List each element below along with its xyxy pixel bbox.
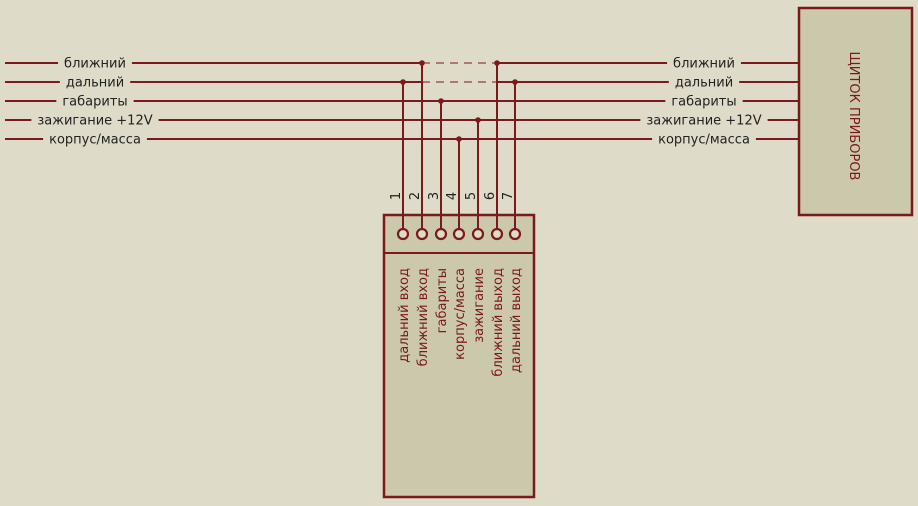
- pin-number: 2: [408, 192, 423, 200]
- instrument-panel-block[interactable]: [797, 6, 914, 217]
- pin-name: дальний выход: [509, 268, 524, 373]
- wire-label: корпус/масса: [49, 133, 141, 148]
- wire-label: корпус/масса: [658, 133, 750, 148]
- pin-number: 3: [427, 192, 442, 200]
- pin-name: ближний выход: [491, 268, 506, 377]
- pin-terminal[interactable]: [415, 227, 429, 241]
- pin-number: 5: [464, 192, 479, 200]
- wire-label: зажигание +12V: [646, 114, 761, 129]
- junction-dot: [494, 60, 500, 66]
- left-wire-labels: ближний дальний габариты зажигание +12V корп…: [31, 55, 159, 148]
- wire-label: габариты: [671, 95, 736, 110]
- right-wire-labels: ближний дальний габариты зажигание +12V корп…: [640, 55, 768, 148]
- junction-dot: [400, 79, 406, 85]
- pin-drops: [400, 60, 518, 229]
- wire-label-gap: [56, 93, 134, 109]
- pin-number: 7: [501, 192, 516, 200]
- wire-label-gap: [640, 112, 768, 128]
- pin-name: корпус/масса: [453, 268, 468, 360]
- wire-label-gap: [43, 131, 147, 147]
- wire-label-gap: [58, 55, 132, 71]
- junction-dot: [419, 60, 425, 66]
- module-pins: 1 дальний вход 2 ближний вход 3 габариты 4 корп…: [389, 192, 524, 377]
- wire-label-gap: [59, 74, 131, 90]
- wire-label-gap: [668, 74, 740, 90]
- pin-number: 4: [445, 192, 460, 200]
- pin-number: 6: [483, 192, 498, 200]
- wire-label: ближний: [64, 57, 126, 72]
- pin-terminal[interactable]: [396, 227, 410, 241]
- wire-label: габариты: [62, 95, 127, 110]
- wire-label-gap: [667, 55, 741, 71]
- wire-label: дальний: [66, 76, 124, 91]
- wire-label: ближний: [673, 57, 735, 72]
- pin-terminal[interactable]: [508, 227, 522, 241]
- pin-number: 1: [389, 192, 404, 200]
- wire-label-gap: [31, 112, 159, 128]
- pin-name: зажигание: [472, 268, 487, 343]
- instrument-panel-title: ЩИТОК ПРИБОРОВ: [846, 52, 861, 181]
- pin-name: дальний вход: [397, 268, 412, 363]
- wire-label: зажигание +12V: [37, 114, 152, 129]
- pin-terminal[interactable]: [471, 227, 485, 241]
- pin-name: габариты: [435, 268, 450, 333]
- wire-label: дальний: [675, 76, 733, 91]
- junction-dot: [475, 117, 481, 123]
- wire-label-gap: [652, 131, 756, 147]
- junction-dot: [512, 79, 518, 85]
- module-block[interactable]: [382, 213, 536, 499]
- junction-dot: [438, 98, 444, 104]
- pin-name: ближний вход: [416, 268, 431, 366]
- wire-label-gap: [665, 93, 743, 109]
- pin-terminal[interactable]: [452, 227, 466, 241]
- junction-dot: [456, 136, 462, 142]
- pin-terminal[interactable]: [490, 227, 504, 241]
- pin-terminal[interactable]: [434, 227, 448, 241]
